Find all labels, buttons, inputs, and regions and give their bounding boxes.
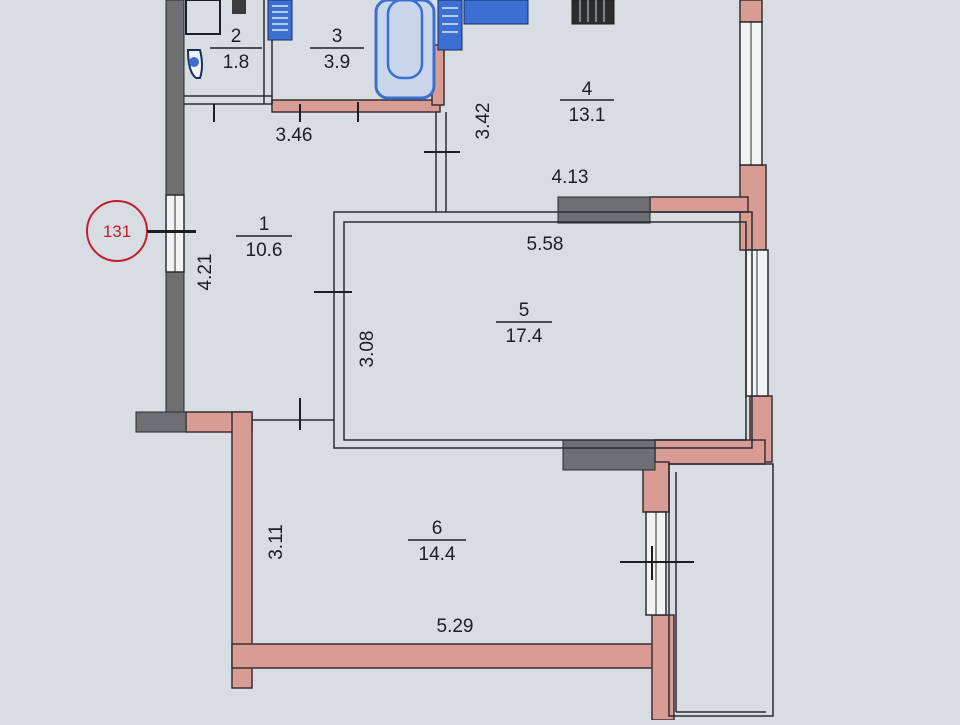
wall-left-upper <box>165 0 185 196</box>
stove-icon <box>571 0 615 25</box>
room-3-number: 3 <box>332 26 343 47</box>
bathtub-icon <box>374 0 436 100</box>
room-1-number: 1 <box>259 214 270 235</box>
dim-room6-height: 3.11 <box>266 524 287 560</box>
bathtub-inner <box>386 0 424 80</box>
dim-room4-height: 3.42 <box>473 103 494 140</box>
marker-label: 131 <box>103 222 131 241</box>
wc-niche <box>185 0 221 35</box>
wall-bath-bottom <box>271 99 441 113</box>
wc-fixture-icon <box>232 0 246 14</box>
room-1-area: 10.6 <box>246 240 283 261</box>
dimension-ticks <box>146 102 694 580</box>
balcony <box>668 463 774 717</box>
wall-room5-bottom-right <box>654 439 766 465</box>
bathroom-fixtures <box>185 0 529 100</box>
wall-room6-right <box>651 614 675 721</box>
balcony-outline <box>668 463 774 717</box>
dim-room1-height: 4.21 <box>195 254 216 291</box>
room-5-number: 5 <box>519 300 530 321</box>
marker-131: 131 <box>86 200 196 262</box>
dim-room4-width: 4.13 <box>552 167 589 188</box>
partitions <box>184 0 753 449</box>
room5-inner <box>343 221 747 441</box>
wall-beam-top <box>557 196 651 224</box>
room5-outer <box>333 211 753 449</box>
room-6-area: 14.4 <box>419 544 456 565</box>
room-2-area: 1.8 <box>223 52 249 73</box>
wall-room6-left <box>231 411 253 689</box>
bearing-walls <box>135 0 656 471</box>
wall-left-lower <box>165 271 185 413</box>
room-4-number: 4 <box>582 79 593 100</box>
room-6-number: 6 <box>432 518 443 539</box>
dim-corridor-width: 3.46 <box>276 125 313 146</box>
toilet-bowl-icon <box>189 57 199 67</box>
room-5-area: 17.4 <box>506 326 543 347</box>
wall-right-top <box>739 0 763 23</box>
cabinet-icon <box>463 0 529 25</box>
room-labels <box>210 47 614 541</box>
wall-beam-bottom <box>562 439 656 471</box>
dim-room6-width: 5.29 <box>437 616 474 637</box>
wall-left-foot <box>135 411 187 433</box>
room-3-area: 3.9 <box>324 52 350 73</box>
wall-room6-bottom <box>231 643 655 669</box>
wall-room4-bottom <box>649 196 749 213</box>
room-4-area: 13.1 <box>569 105 606 126</box>
room-2-number: 2 <box>231 26 242 47</box>
window-lines <box>174 22 758 615</box>
dim-room5-width: 5.58 <box>527 234 564 255</box>
dim-room5-height: 3.08 <box>357 331 378 368</box>
